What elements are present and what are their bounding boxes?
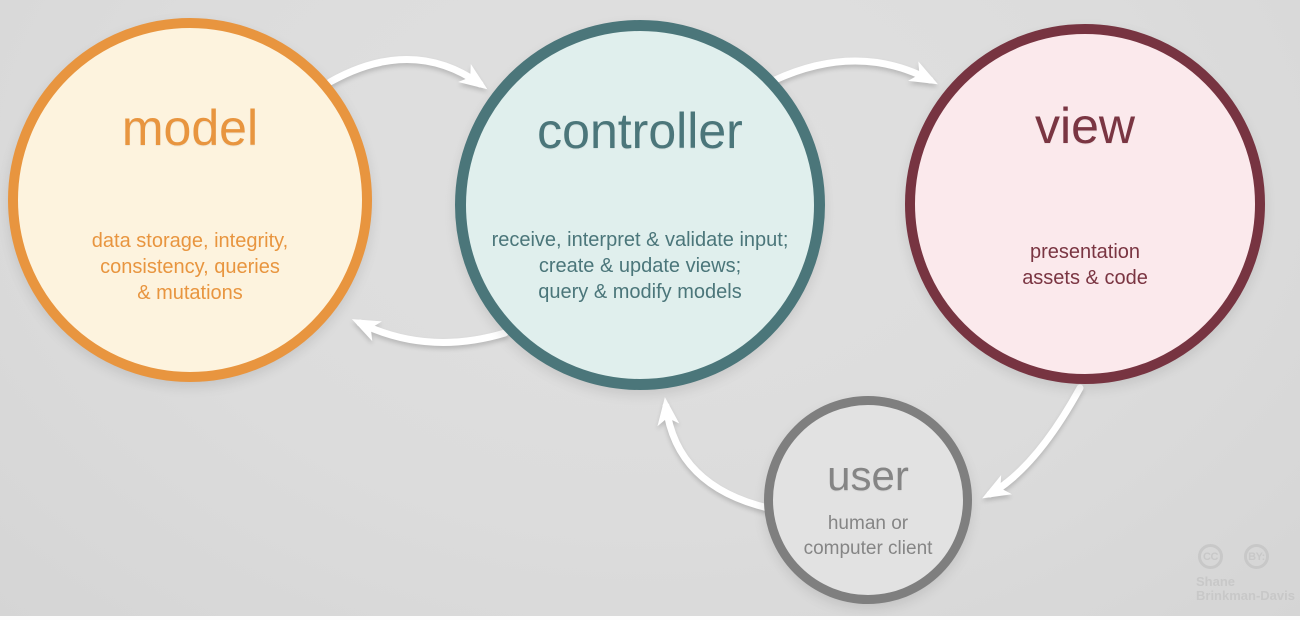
arrow-view-to-user — [982, 384, 1084, 499]
view-description: presentation assets & code — [1022, 241, 1148, 289]
cc-by-icon: BY: — [1244, 544, 1269, 569]
view-title: view — [1034, 98, 1136, 154]
author-line1: Shane — [1196, 574, 1236, 589]
model-circle: model data storage, integrity, consisten… — [8, 18, 372, 382]
cc-icon: CC — [1198, 544, 1223, 569]
view-circle: view presentation assets & code — [905, 24, 1265, 384]
arrow-model-to-controller — [326, 56, 488, 90]
author-credit: Shane Brinkman-Davis — [1196, 575, 1295, 603]
user-circle: user human or computer client — [764, 396, 972, 604]
arrow-user-to-controller — [657, 397, 772, 512]
user-title: user — [827, 452, 909, 499]
cc-label: CC — [1203, 550, 1218, 563]
author-line2: Brinkman-Davis — [1196, 588, 1295, 603]
arrow-controller-to-model — [351, 319, 509, 346]
model-title: model — [121, 100, 259, 156]
controller-description: receive, interpret & validate input; cre… — [491, 229, 789, 303]
user-description: human or computer client — [803, 513, 933, 559]
model-description: data storage, integrity, consistency, qu… — [91, 230, 289, 304]
controller-circle: controller receive, interpret & validate… — [455, 20, 825, 390]
bottom-edge-strip — [0, 616, 1300, 620]
controller-title: controller — [537, 103, 743, 159]
by-label: BY: — [1248, 550, 1265, 563]
arrow-controller-to-view — [771, 57, 938, 85]
